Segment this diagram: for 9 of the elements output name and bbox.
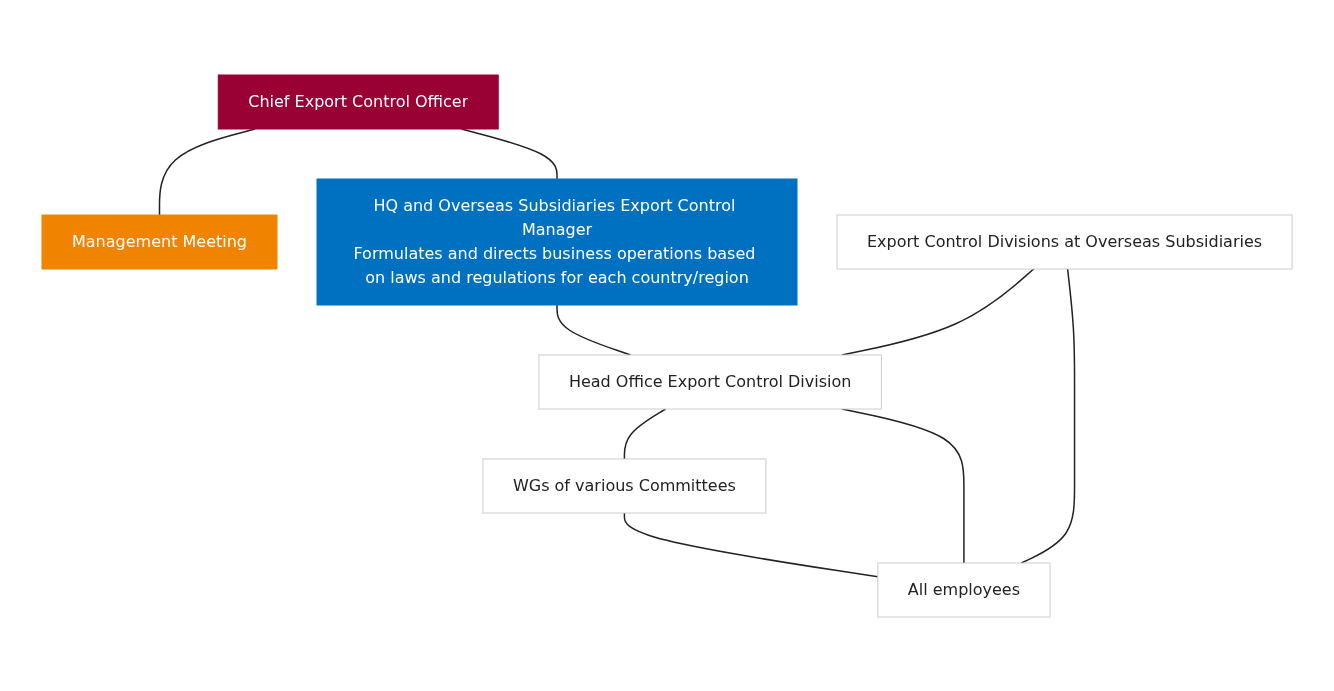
node-box: Management Meeting [41, 214, 278, 269]
node-box: Export Control Divisions at Overseas Subsidiaries [836, 214, 1293, 269]
node-box: Chief Export Control Officer [217, 74, 499, 129]
node-box: All employees [877, 562, 1051, 617]
connector [623, 407, 667, 460]
node-box: Head Office Export Control Division [538, 354, 882, 409]
node-box: HQ and Overseas Subsidiaries Export Control Manager Formulates and directs business operations based on laws and regulations for each country/region [316, 178, 798, 305]
connector [623, 511, 879, 578]
node-box: WGs of various Committees [482, 458, 767, 513]
